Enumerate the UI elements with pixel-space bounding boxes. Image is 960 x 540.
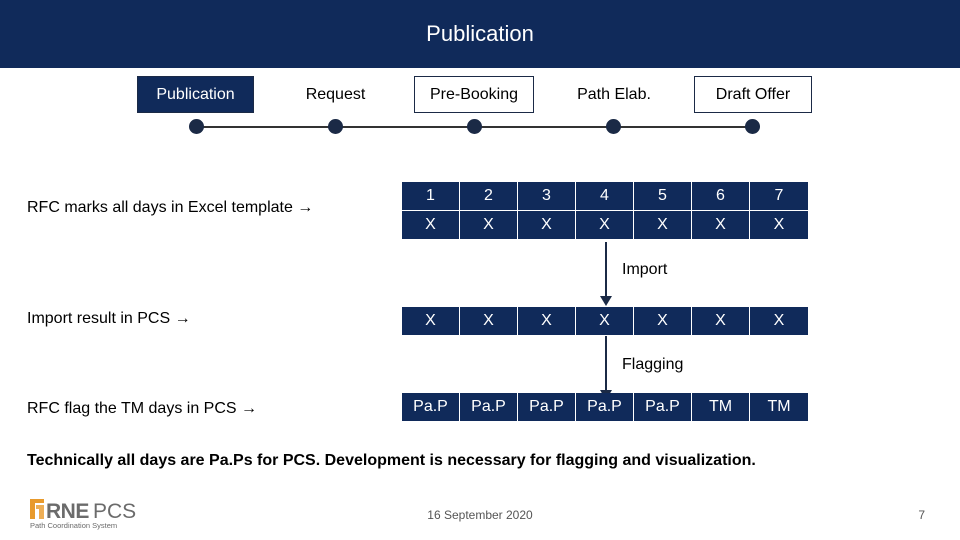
flag-mark-cell: Pa.P [518,393,576,422]
day-number-cell: 7 [750,182,808,211]
pcs-mark-cell: X [518,307,576,336]
excel-mark-cell: X [576,211,634,240]
flag-mark-cell: Pa.P [402,393,460,422]
pcs-mark-cell: X [460,307,518,336]
excel-mark-cell: X [750,211,808,240]
header-bar: Publication [0,0,960,68]
phase-label: Pre-Booking [429,85,519,103]
excel-mark-cell: X [634,211,692,240]
excel-days-grid: 1 2 3 4 5 6 7 X X X X X X X [402,182,808,240]
import-arrow-head [600,296,612,306]
phase-label: Publication [156,85,235,103]
excel-mark-cell: X [402,211,460,240]
phase-box-request: Request [277,76,394,113]
import-arrow-line [605,242,607,297]
day-number-cell: 4 [576,182,634,211]
excel-mark-cell: X [692,211,750,240]
flag-mark-cell: Pa.P [634,393,692,422]
pcs-mark-cell: X [692,307,750,336]
excel-mark-cell: X [460,211,518,240]
phase-box-pre-booking: Pre-Booking [414,76,534,113]
rne-pcs-logo: RNE PCS Path Coordination System [30,499,136,530]
excel-row-label: RFC marks all days in Excel template → [27,199,314,216]
phase-label: Draft Offer [715,85,791,103]
day-number-cell: 6 [692,182,750,211]
flag-mark-cell: TM [750,393,808,422]
flag-mark-cell: Pa.P [460,393,518,422]
phase-box-draft-offer: Draft Offer [694,76,812,113]
page-title: Publication [426,21,534,46]
phase-box-publication: Publication [137,76,254,113]
day-number-cell: 5 [634,182,692,211]
timeline-dot [328,119,343,134]
import-label: Import [622,261,668,278]
day-number-cell: 1 [402,182,460,211]
day-number-cell: 2 [460,182,518,211]
pcs-row-label: Import result in PCS → [27,310,191,327]
flagging-arrow-line [605,336,607,391]
pcs-marks-grid: X X X X X X X [402,307,808,336]
day-number-cell: 3 [518,182,576,211]
timeline-dot [745,119,760,134]
timeline-dot [606,119,621,134]
pcs-mark-cell: X [576,307,634,336]
svg-text:PCS: PCS [93,500,136,523]
page-number: 7 [918,508,925,522]
svg-text:Path Coordination System: Path Coordination System [30,521,117,530]
pcs-mark-cell: X [402,307,460,336]
summary-note: Technically all days are Pa.Ps for PCS. … [27,452,756,469]
pcs-mark-cell: X [634,307,692,336]
footer-date: 16 September 2020 [427,508,533,522]
flag-mark-cell: TM [692,393,750,422]
phase-label: Request [305,85,366,103]
phase-label: Path Elab. [577,85,651,103]
excel-mark-cell: X [518,211,576,240]
flag-row-label: RFC flag the TM days in PCS → [27,400,257,417]
timeline-dot [467,119,482,134]
svg-text:RNE: RNE [46,500,89,523]
phase-box-path-elab: Path Elab. [554,76,674,113]
timeline-dot [189,119,204,134]
flagging-label: Flagging [622,356,684,373]
pcs-mark-cell: X [750,307,808,336]
flag-mark-cell: Pa.P [576,393,634,422]
flag-marks-grid: Pa.P Pa.P Pa.P Pa.P Pa.P TM TM [402,393,808,422]
